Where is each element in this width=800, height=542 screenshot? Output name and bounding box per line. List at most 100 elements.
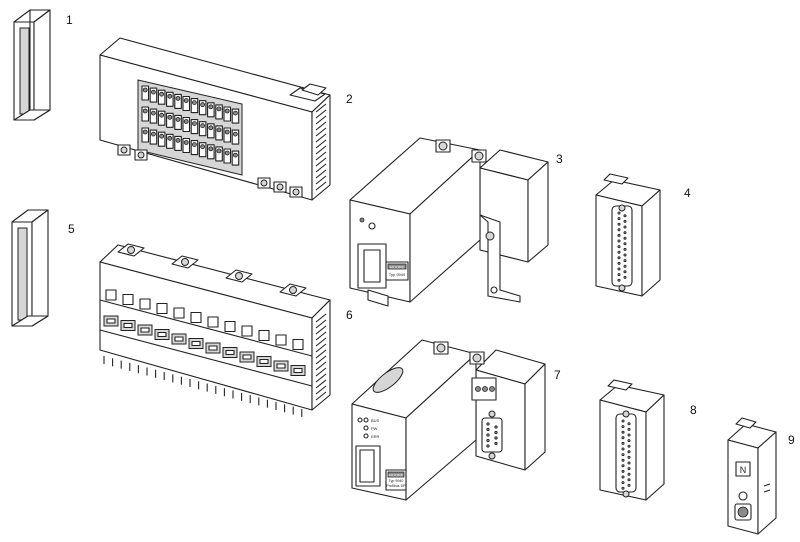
terminal (105, 289, 117, 301)
rib (315, 349, 327, 359)
part-2-terminal-block-module (99, 37, 331, 201)
terminal (215, 146, 223, 162)
terminal (174, 114, 182, 130)
terminal (157, 131, 166, 147)
rib (315, 373, 327, 383)
plug-screw (475, 386, 481, 392)
terminal-screw (200, 102, 206, 108)
terminal (292, 338, 304, 351)
part-number-7: 7 (554, 368, 561, 382)
terminal-screw (142, 87, 148, 93)
terminal (156, 302, 168, 315)
part-number-8: 8 (690, 403, 697, 417)
pin (617, 211, 621, 215)
pin (486, 433, 490, 437)
pin (627, 422, 631, 426)
terminal-screw (232, 131, 238, 137)
rib (315, 319, 327, 329)
rib (315, 391, 327, 401)
module-7-led-err: ERR (371, 434, 380, 439)
rib (315, 337, 327, 347)
terminal-screw (224, 129, 230, 135)
part-6-terminal-block-module (99, 243, 331, 417)
rib (315, 127, 327, 137)
terminal (149, 129, 158, 145)
terminal-screw (150, 89, 156, 95)
clamp-screw (235, 272, 243, 280)
part-1-end-bracket (13, 9, 51, 121)
terminal (190, 311, 202, 324)
rib (315, 169, 327, 179)
pin (621, 486, 625, 490)
pin (623, 225, 627, 229)
fuse (225, 349, 235, 356)
pin (623, 253, 627, 257)
terminal (231, 150, 240, 166)
terminal (166, 91, 174, 107)
mount-screw (260, 179, 268, 187)
fuse (140, 327, 150, 333)
terminal (149, 87, 158, 103)
terminal (174, 93, 182, 109)
terminal-screw (175, 117, 181, 122)
terminal-screw (191, 121, 197, 126)
terminal-screw (224, 150, 230, 156)
terminal (207, 123, 215, 139)
pin (621, 458, 625, 462)
terminal-screw (159, 112, 165, 118)
pin (627, 472, 631, 476)
rib (315, 343, 327, 353)
rib (315, 367, 327, 377)
pin (621, 469, 625, 473)
terminal-screw (232, 110, 238, 116)
part-number-3: 3 (556, 152, 563, 166)
module-7-protocol: Profibus DP (386, 484, 406, 488)
pin (623, 275, 627, 279)
terminal (149, 108, 158, 124)
pin (621, 441, 625, 445)
part-number-1: 1 (66, 13, 73, 27)
part-3-bus-coupler-module: MOORE Typ 9940 (349, 137, 549, 307)
pin (627, 483, 631, 487)
pin (621, 481, 625, 485)
terminal-screw (208, 125, 214, 131)
terminal (173, 307, 185, 319)
terminal (182, 137, 191, 154)
terminal (198, 121, 207, 137)
terminal (258, 329, 270, 342)
terminal (190, 98, 199, 114)
terminal (166, 112, 174, 128)
pin (623, 247, 627, 251)
pin (621, 436, 625, 440)
module-7-led-pwr: PW (371, 426, 378, 431)
terminal (223, 148, 232, 164)
terminal (223, 106, 232, 122)
fuse (259, 358, 269, 365)
rib (315, 151, 327, 161)
terminal (275, 334, 287, 346)
pin (486, 427, 490, 432)
pin (621, 475, 625, 479)
part-4-sub-d-module (595, 173, 661, 297)
mount-screw (120, 146, 128, 154)
terminal (231, 108, 240, 124)
pin (623, 219, 627, 223)
terminal (223, 127, 232, 143)
pin (494, 430, 498, 435)
terminal (182, 95, 191, 112)
pin (627, 478, 631, 482)
plug-screw (489, 386, 495, 392)
terminal (224, 320, 236, 333)
pin (617, 245, 621, 249)
terminal-screw (232, 152, 238, 158)
terminal (141, 85, 150, 101)
rib (315, 103, 327, 113)
rib (315, 157, 327, 167)
pin (617, 261, 621, 265)
pin (627, 450, 631, 454)
rib (315, 361, 327, 371)
pin (617, 278, 621, 282)
terminal (198, 100, 207, 116)
mount-screw (292, 188, 300, 196)
pin (494, 441, 498, 446)
